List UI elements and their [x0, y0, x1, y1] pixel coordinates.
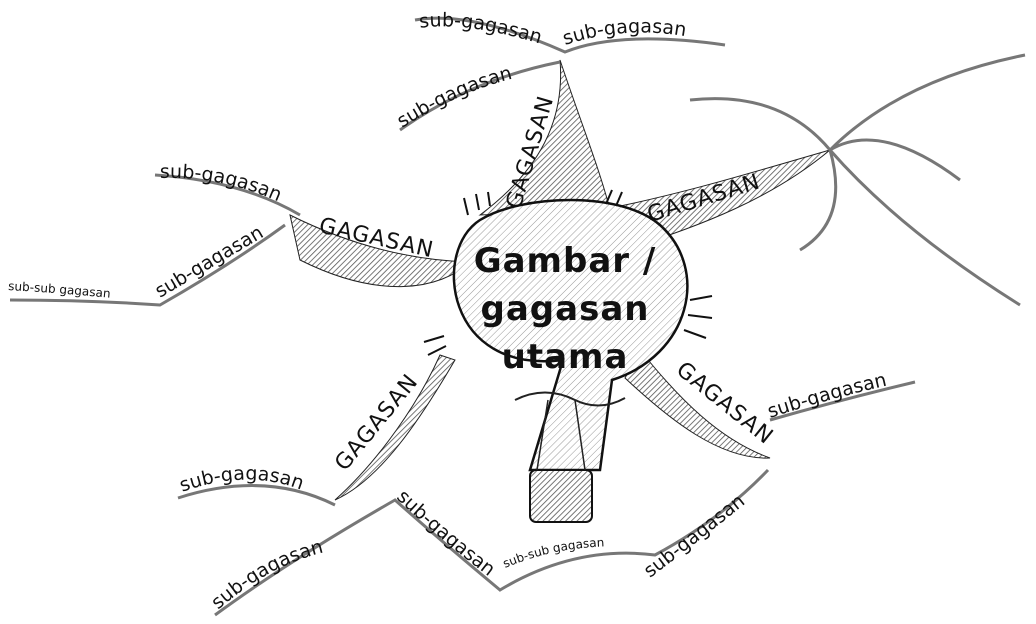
sub-idea-lower-left-2: sub-gagasan: [207, 536, 325, 614]
sub-idea-lower-left-1: sub-gagasan: [177, 463, 307, 497]
sub-idea-left-1: sub-gagasan: [160, 161, 285, 206]
sub-sub-idea-left: sub-sub gagasan: [8, 279, 111, 301]
central-idea-line-2: gagasan: [481, 289, 650, 329]
central-idea-line-1: Gambar /: [474, 241, 657, 281]
sub-idea-right-1: sub-gagasan: [765, 369, 889, 423]
sub-idea-right-2: sub-gagasan: [640, 490, 750, 582]
central-idea-line-3: utama: [502, 337, 629, 377]
branch-lower-left: [335, 355, 455, 500]
sub-idea-top-2: sub-gagasan: [560, 15, 688, 49]
sub-idea-lower-left-3: sub-gagasan: [392, 486, 499, 581]
sub-idea-top-1: sub-gagasan: [418, 9, 545, 48]
sub-idea-top-3: sub-gagasan: [393, 62, 514, 132]
sub-idea-left-2: sub-gagasan: [151, 221, 267, 302]
